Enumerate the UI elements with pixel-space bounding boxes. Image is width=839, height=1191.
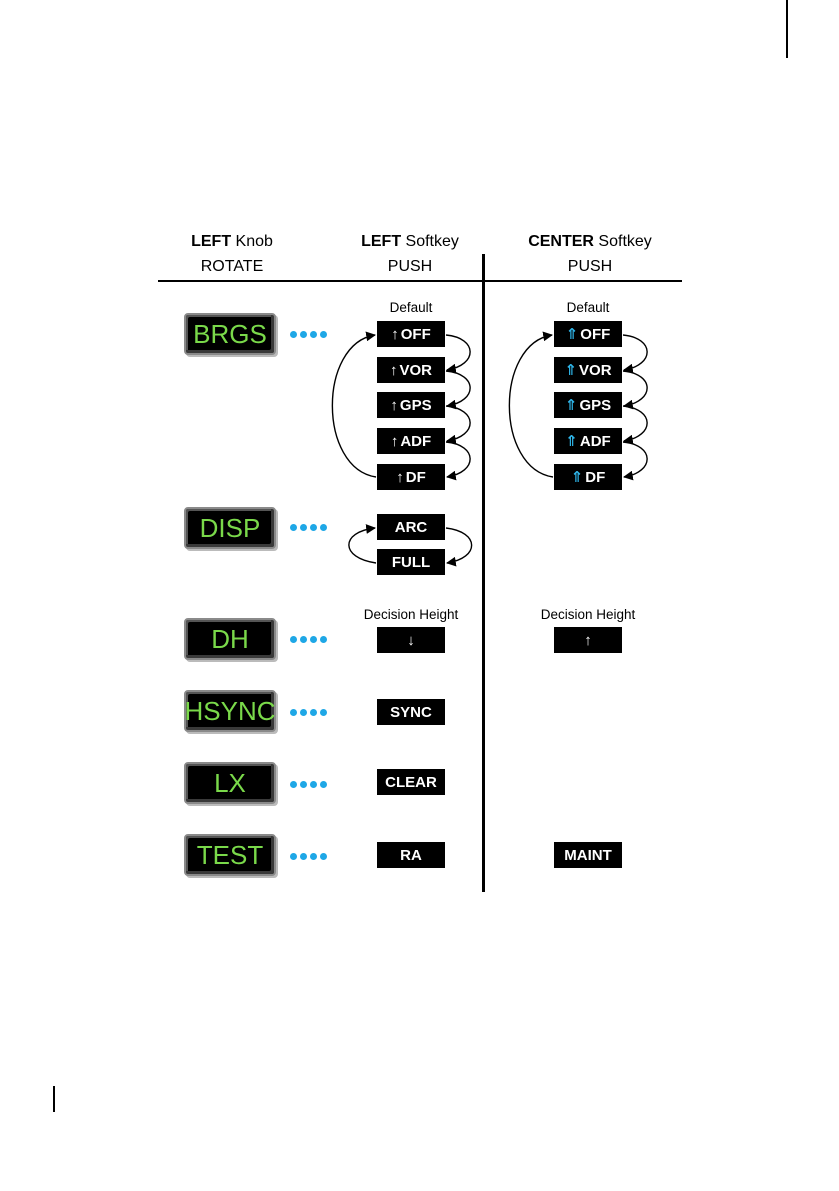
center-softkey-gps[interactable]: ⇑GPS	[554, 392, 622, 418]
single-arrow-up-icon: ↑	[396, 469, 404, 486]
connector-dots-test	[290, 853, 327, 860]
left-softkey-clear[interactable]: CLEAR	[377, 769, 445, 795]
left-softkey-off[interactable]: ↑OFF	[377, 321, 445, 347]
step-arrow	[446, 406, 470, 441]
left-softkey-arc[interactable]: ARC	[377, 514, 445, 540]
step-arrow	[623, 335, 647, 370]
left-softkey-full[interactable]: FULL	[377, 549, 445, 575]
left-softkey-vor[interactable]: ↑VOR	[377, 357, 445, 383]
mode-button-brgs[interactable]: BRGS	[184, 313, 276, 355]
mode-button-disp[interactable]: DISP	[184, 507, 276, 549]
single-arrow-up-icon: ↑	[390, 397, 398, 414]
return-arrow	[509, 335, 553, 477]
connector-dots-brgs	[290, 331, 327, 338]
connector-dots-lx	[290, 781, 327, 788]
arrow-up-icon: ↑	[584, 632, 592, 649]
double-arrow-up-icon: ⇑	[565, 432, 578, 450]
return-arrow	[332, 335, 376, 477]
header-left-knob: LEFT Knob ROTATE	[152, 229, 312, 279]
decision-height-label-center: Decision Height	[518, 607, 658, 622]
page-corner-mark-bottom	[53, 1086, 55, 1112]
center-softkey-maint[interactable]: MAINT	[554, 842, 622, 868]
left-softkey-gps[interactable]: ↑GPS	[377, 392, 445, 418]
center-softkey-vor[interactable]: ⇑VOR	[554, 357, 622, 383]
single-arrow-up-icon: ↑	[391, 326, 399, 343]
default-label-center: Default	[518, 300, 658, 315]
step-arrow	[446, 371, 470, 406]
toggle-arrow	[349, 528, 376, 563]
mode-button-test[interactable]: TEST	[184, 834, 276, 876]
left-softkey-sync[interactable]: SYNC	[377, 699, 445, 725]
decision-height-label-left: Decision Height	[341, 607, 481, 622]
left-softkey-dh-down[interactable]: ↓	[377, 627, 445, 653]
header-center-softkey: CENTER Softkey PUSH	[510, 229, 670, 279]
double-arrow-up-icon: ⇑	[571, 468, 584, 486]
connector-dots-dh	[290, 636, 327, 643]
double-arrow-up-icon: ⇑	[566, 325, 579, 343]
single-arrow-up-icon: ↑	[390, 362, 398, 379]
step-arrow	[623, 371, 647, 406]
step-arrow	[446, 442, 470, 477]
column-divider	[482, 254, 485, 892]
header-divider	[158, 280, 682, 282]
page-corner-mark-top	[786, 0, 788, 58]
single-arrow-up-icon: ↑	[391, 433, 399, 450]
default-label-left: Default	[341, 300, 481, 315]
mode-button-hsync[interactable]: HSYNC	[184, 690, 276, 732]
mode-button-dh[interactable]: DH	[184, 618, 276, 660]
center-softkey-off[interactable]: ⇑OFF	[554, 321, 622, 347]
toggle-arrow	[446, 528, 472, 563]
mode-button-lx[interactable]: LX	[184, 762, 276, 804]
step-arrow	[446, 335, 470, 370]
step-arrow	[623, 406, 647, 441]
center-softkey-adf[interactable]: ⇑ADF	[554, 428, 622, 454]
double-arrow-up-icon: ⇑	[564, 361, 577, 379]
header-left-softkey: LEFT Softkey PUSH	[330, 229, 490, 279]
connector-dots-hsync	[290, 709, 327, 716]
connector-dots-disp	[290, 524, 327, 531]
left-softkey-adf[interactable]: ↑ADF	[377, 428, 445, 454]
arrow-down-icon: ↓	[407, 632, 415, 649]
center-softkey-df[interactable]: ⇑DF	[554, 464, 622, 490]
center-softkey-dh-up[interactable]: ↑	[554, 627, 622, 653]
left-softkey-ra[interactable]: RA	[377, 842, 445, 868]
double-arrow-up-icon: ⇑	[565, 396, 578, 414]
left-softkey-df[interactable]: ↑DF	[377, 464, 445, 490]
step-arrow	[623, 442, 647, 477]
